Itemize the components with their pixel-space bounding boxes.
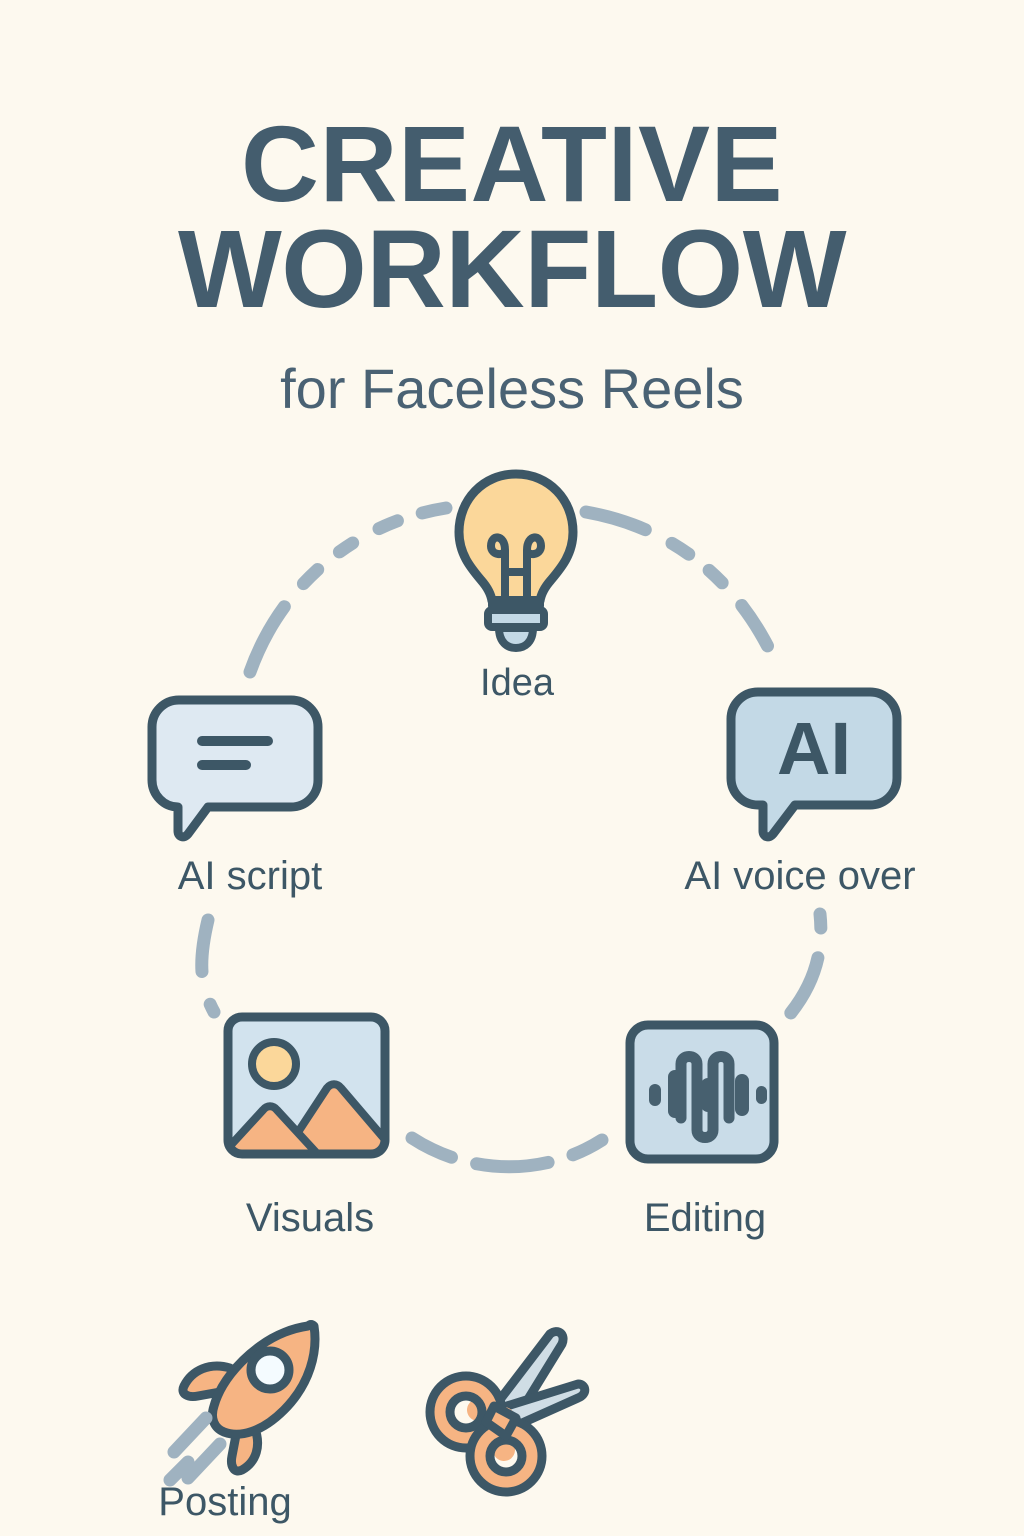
lightbulb-icon[interactable] bbox=[447, 468, 585, 652]
node-label-ai-script: AI script bbox=[177, 854, 323, 898]
waveform-bar-6 bbox=[735, 1074, 749, 1116]
image-picture-icon[interactable] bbox=[219, 1008, 394, 1163]
rocket-icon[interactable] bbox=[158, 1312, 338, 1487]
node-label-editing: Editing bbox=[643, 1196, 767, 1240]
speech-bubble-ai-text: AI bbox=[777, 707, 851, 790]
speech-bubble-lines-icon[interactable] bbox=[146, 694, 324, 844]
page-title: CREATIVE WORKFLOW bbox=[0, 103, 1024, 331]
arc-voice-to-editing bbox=[783, 907, 828, 1021]
scissors-icon[interactable] bbox=[425, 1318, 590, 1497]
title-line-2: WORKFLOW bbox=[177, 207, 847, 331]
arc-script-to-visuals bbox=[195, 913, 221, 1019]
title-line-1: CREATIVE bbox=[240, 103, 784, 224]
waveform-bar-1 bbox=[649, 1084, 661, 1106]
node-label-visuals: Visuals bbox=[245, 1196, 375, 1240]
audio-waveform-icon[interactable] bbox=[623, 1018, 781, 1166]
node-label-ai-voice-over: AI voice over bbox=[684, 854, 916, 898]
node-label-idea: Idea bbox=[480, 662, 554, 704]
node-label-posting: Posting bbox=[158, 1480, 292, 1524]
page-subtitle: for Faceless Reels bbox=[280, 357, 744, 420]
arc-script-to-idea bbox=[243, 501, 453, 679]
speech-bubble-ai-icon[interactable]: AI bbox=[725, 686, 903, 846]
arc-idea-to-voice bbox=[579, 505, 785, 675]
waveform-bar-7 bbox=[756, 1086, 767, 1104]
rocket-speed-lines bbox=[163, 1411, 227, 1487]
arc-visuals-to-editing bbox=[405, 1131, 609, 1174]
waveform-line bbox=[675, 1051, 735, 1143]
